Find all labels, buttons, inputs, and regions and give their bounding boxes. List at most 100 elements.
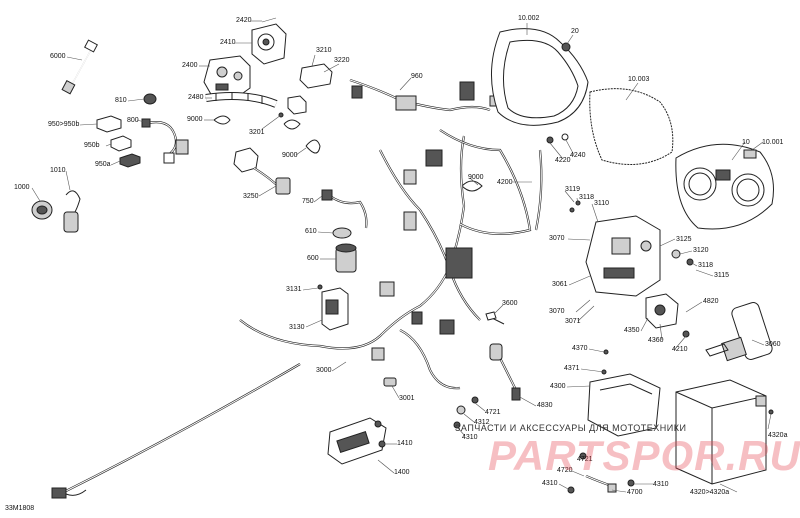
callout-3220: 3220	[334, 57, 350, 64]
part-3000-long-cable	[51, 363, 301, 499]
callout-3210: 3210	[316, 47, 332, 54]
callout-3600: 3600	[502, 300, 518, 307]
callout-950a: 950a	[95, 161, 111, 168]
callout-3125: 3125	[676, 236, 692, 243]
callout-4240: 4240	[570, 152, 586, 159]
callout-4320-4320a: 4320>4320a	[690, 489, 730, 496]
callout-1000: 1000	[14, 184, 30, 191]
callout-4820: 4820	[703, 298, 719, 305]
callout-750: 750	[302, 198, 314, 205]
callout-800: 800	[127, 117, 139, 124]
part-4700-cable	[585, 474, 617, 493]
part-810-cap	[143, 93, 157, 105]
callout-3118-a: 3118	[579, 194, 595, 201]
callout-3070-b: 3070	[549, 308, 565, 315]
callout-960: 960	[411, 73, 423, 80]
part-3060-motor	[705, 302, 773, 362]
callout-610: 610	[305, 228, 317, 235]
callout-10001: 10.001	[762, 139, 784, 146]
part-950-connectors	[96, 115, 141, 168]
callout-3120: 3120	[693, 247, 709, 254]
watermark-caption: ЗАПЧАСТИ И АКСЕССУАРЫ ДЛЯ МОТОТЕХНИКИ	[455, 423, 687, 433]
callout-3201: 3201	[249, 129, 265, 136]
callout-4310-a: 4310	[462, 434, 478, 441]
callout-9000-b: 9000	[282, 152, 298, 159]
callout-950-950b: 950>950b	[48, 121, 80, 128]
watermark-logo: PARTSPOR.RU	[488, 432, 800, 479]
callout-2410: 2410	[220, 39, 236, 46]
part-3600-sensor	[485, 311, 505, 325]
part-750-cable	[321, 189, 368, 229]
part-4310-hardware	[453, 396, 635, 494]
part-2480-tube	[205, 92, 278, 108]
callout-4360: 4360	[648, 337, 664, 344]
part-10-gauge-cluster	[675, 143, 774, 230]
callout-3118-b: 3118	[698, 262, 714, 269]
callout-4371: 4371	[564, 365, 580, 372]
part-4320-battery	[675, 379, 774, 485]
callout-3250: 3250	[243, 193, 259, 200]
part-4830-wire	[489, 343, 521, 401]
leader-lines	[31, 20, 772, 493]
callout-4320a: 4320a	[768, 432, 788, 439]
part-10003-lens	[589, 88, 674, 165]
callout-1010: 1010	[50, 167, 66, 174]
callout-3070-a: 3070	[549, 235, 565, 242]
callout-2420: 2420	[236, 17, 252, 24]
part-3130-bracket	[317, 284, 349, 331]
callout-4350: 4350	[624, 327, 640, 334]
callout-6000: 6000	[50, 53, 66, 60]
callout-1410: 1410	[397, 440, 413, 447]
part-3000-main-harness	[239, 129, 532, 390]
diagram-code: 33M1808	[5, 505, 35, 512]
callout-3061: 3061	[552, 281, 568, 288]
part-4350-actuator	[645, 293, 679, 329]
part-3210-relay	[278, 63, 333, 130]
callout-4721-b: 4721	[577, 456, 593, 463]
callout-1400: 1400	[394, 469, 410, 476]
part-3250-sensor	[233, 147, 291, 195]
part-4210-bolt	[682, 330, 690, 338]
callout-4312: 4312	[474, 419, 490, 426]
callout-10003: 10.003	[628, 76, 650, 83]
part-3110-bracket	[569, 200, 661, 297]
callout-3130: 3130	[289, 324, 305, 331]
callout-3110: 3110	[594, 200, 610, 207]
callout-810: 810	[115, 97, 127, 104]
callout-4370: 4370	[572, 345, 588, 352]
callout-4200: 4200	[497, 179, 513, 186]
part-4200-cable	[534, 133, 569, 231]
callout-600: 600	[307, 255, 319, 262]
callout-9000-c: 9000	[468, 174, 484, 181]
callout-2480: 2480	[188, 94, 204, 101]
part-20-screw	[561, 42, 571, 52]
callout-3119: 3119	[565, 186, 581, 193]
callout-4700: 4700	[627, 489, 643, 496]
part-2410-switch-cover	[251, 17, 287, 65]
callout-10: 10	[742, 139, 750, 146]
callout-4210: 4210	[672, 346, 688, 353]
part-960-harness	[349, 78, 501, 112]
part-600-switch	[335, 243, 357, 273]
callout-3131: 3131	[286, 286, 302, 293]
part-800-harness	[141, 118, 189, 164]
callout-4310-c: 4310	[653, 481, 669, 488]
callout-4830: 4830	[537, 402, 553, 409]
callout-9000-a: 9000	[187, 116, 203, 123]
part-10001-connector	[743, 149, 757, 159]
callout-3000: 3000	[316, 367, 332, 374]
part-2400-switch-housing	[203, 55, 251, 99]
callout-3060: 3060	[765, 341, 781, 348]
callout-4721-a: 4721	[485, 409, 501, 416]
callout-4300: 4300	[550, 383, 566, 390]
part-1400-module	[327, 417, 387, 465]
callout-20: 20	[571, 28, 579, 35]
callout-4310-b: 4310	[542, 480, 558, 487]
callout-4220: 4220	[555, 157, 571, 164]
callout-3071: 3071	[565, 318, 581, 325]
callout-2400: 2400	[182, 62, 198, 69]
part-3120-washers	[671, 249, 694, 266]
part-4300-bracket	[587, 349, 661, 437]
callout-3001: 3001	[399, 395, 415, 402]
